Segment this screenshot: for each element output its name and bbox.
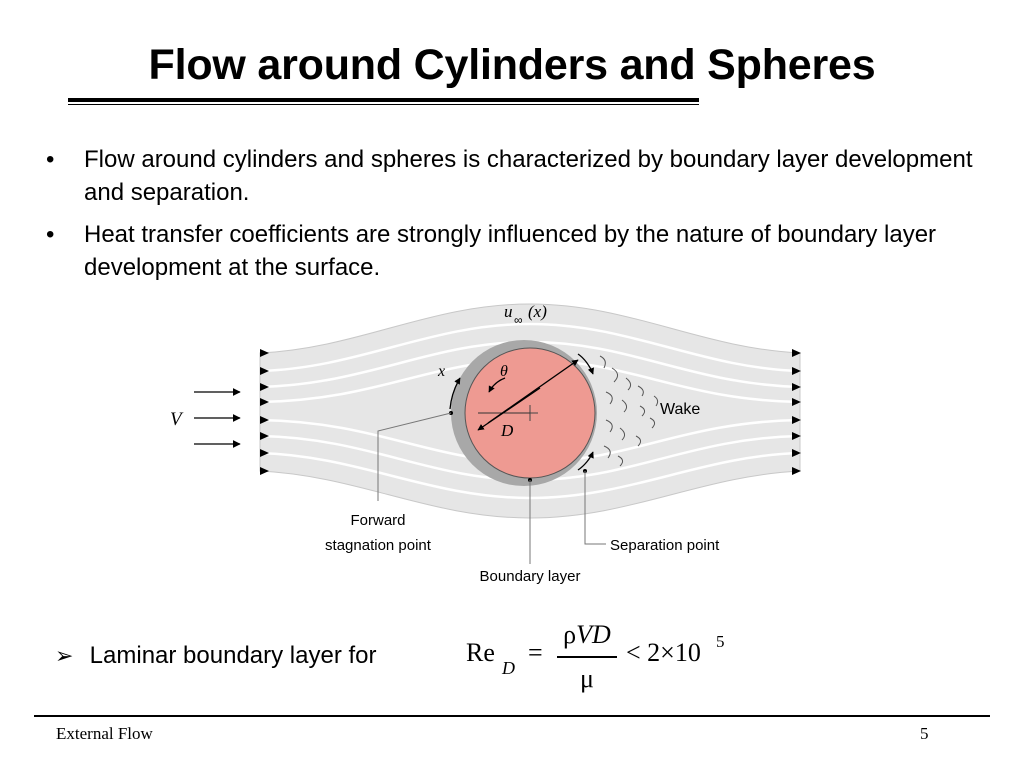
bullet-item: • Flow around cylinders and spheres is c… <box>46 143 986 209</box>
reynolds-formula: Re D = ρVD μ < 2×10 5 <box>466 620 746 700</box>
theta-arc <box>488 377 506 393</box>
footer-divider <box>34 715 990 717</box>
slide-title: Flow around Cylinders and Spheres <box>148 41 876 89</box>
formula-fraction-bar <box>557 656 617 658</box>
bullet-marker: • <box>46 146 55 173</box>
separation-arrow <box>577 451 594 471</box>
laminar-condition: ➢ Laminar boundary layer for <box>55 639 377 673</box>
x-arc <box>449 377 461 410</box>
formula-rho: ρ <box>563 620 577 649</box>
wake-label: Wake <box>660 401 700 418</box>
cylinder-flow-diagram: V x θ D u ∞ (x) Wake Forward stagnation … <box>170 302 801 585</box>
velocity-label: V <box>170 409 184 430</box>
forward-label-line1: Forward <box>350 512 405 529</box>
bullet-list: • Flow around cylinders and spheres is c… <box>46 143 986 293</box>
bullet-marker: • <box>46 221 55 248</box>
title-underline <box>68 98 699 106</box>
streamline-arrowheads <box>260 349 801 475</box>
separation-label: Separation point <box>610 537 720 554</box>
u-infinity-argument: (x) <box>528 302 547 321</box>
arrow-bullet-icon: ➢ <box>55 643 74 668</box>
laminar-text: Laminar boundary layer for <box>89 642 377 669</box>
bullet-text: Flow around cylinders and spheres is cha… <box>84 146 973 206</box>
formula-vd: VD <box>576 620 611 649</box>
incoming-flow-arrows <box>194 388 241 448</box>
u-infinity-subscript: ∞ <box>514 313 523 327</box>
bullet-text: Heat transfer coefficients are strongly … <box>84 221 937 281</box>
diameter-label: D <box>500 421 514 440</box>
footer-title: External Flow <box>56 724 153 743</box>
u-infinity-label: u <box>504 302 513 321</box>
diameter-arrow <box>477 387 541 431</box>
wake-swirls <box>599 355 659 467</box>
formula-equals: = <box>528 638 543 667</box>
page-number: 5 <box>920 724 929 743</box>
formula-subscript: D <box>502 658 515 678</box>
title-underline-thick <box>68 98 699 102</box>
title-underline-thin <box>68 104 699 105</box>
separation-arrow <box>577 353 594 375</box>
x-label: x <box>437 363 445 380</box>
forward-label-line2: stagnation point <box>325 537 432 554</box>
theta-label: θ <box>500 363 508 380</box>
formula-exponent: 5 <box>716 632 725 651</box>
boundary-label: Boundary layer <box>480 568 581 585</box>
formula-re: Re <box>466 638 495 667</box>
bullet-item: • Heat transfer coefficients are strongl… <box>46 218 986 284</box>
formula-denominator: μ <box>580 664 594 693</box>
forward-leader-line <box>377 412 452 501</box>
formula-rhs: < 2×10 <box>626 638 701 667</box>
separation-leader-line <box>584 471 606 545</box>
formula-numerator: ρVD <box>556 620 618 650</box>
